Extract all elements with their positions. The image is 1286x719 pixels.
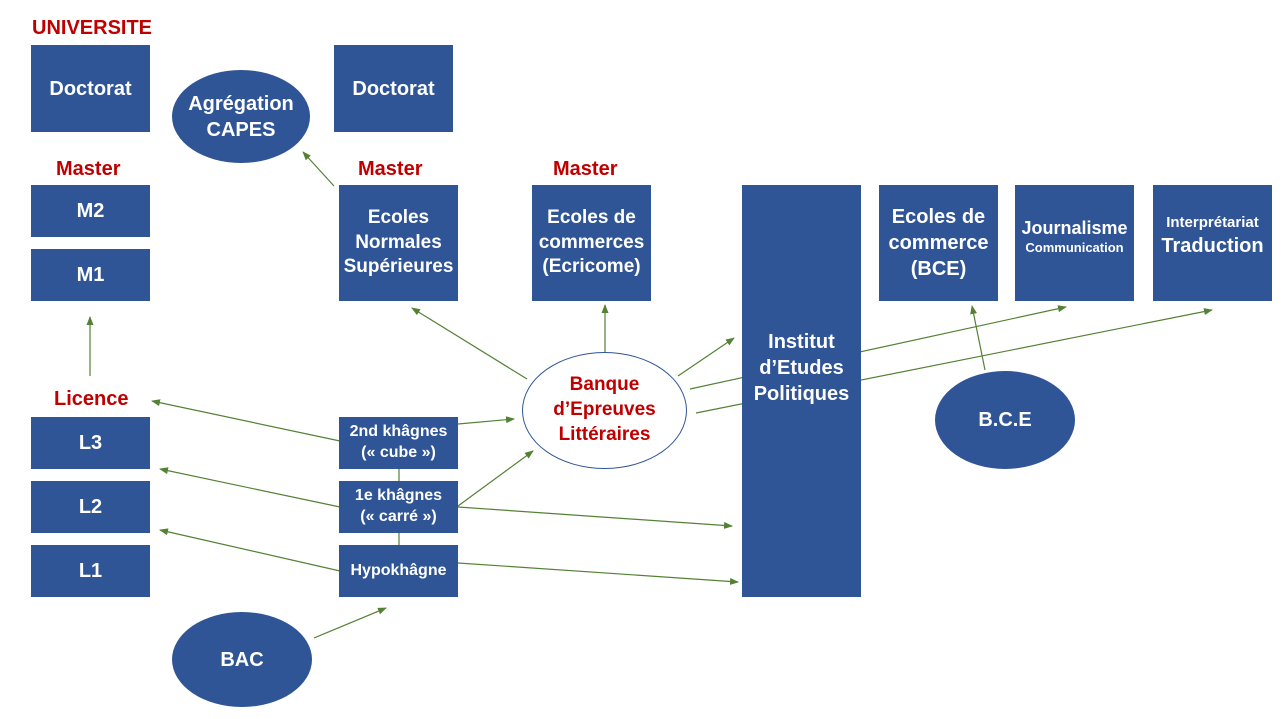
arrow-bce-to-ecole-commerce: [970, 305, 986, 371]
ecricome-line1: Ecoles de: [547, 206, 636, 228]
ens-line3: Supérieures: [343, 256, 454, 278]
iep-line1: Institut: [768, 331, 835, 353]
agregation-capes-ellipse: Agrégation CAPES: [172, 70, 310, 163]
capes-text: CAPES: [206, 118, 276, 141]
bce-ellipse: B.C.E: [935, 371, 1075, 469]
khagne1-line1: 1e khâgnes: [354, 487, 443, 505]
l2-box: L2: [31, 481, 150, 533]
ens-doctorat-box: Doctorat: [334, 45, 453, 132]
arrow-khagne1-to-l3: [159, 467, 341, 508]
master-label-ecricome: Master: [553, 158, 618, 180]
master-label-ens: Master: [358, 158, 423, 180]
communication-text: Communication: [1025, 240, 1124, 256]
universite-label: UNIVERSITE: [32, 17, 153, 39]
iep-line2: d’Etudes: [759, 357, 844, 379]
bel-ellipse: Banque d’Epreuves Littéraires: [522, 352, 687, 469]
ecricome-line3: (Ecricome): [542, 256, 641, 278]
bce-school-line3: (BCE): [910, 258, 967, 280]
arrow-khagne1-to-bel: [457, 450, 534, 507]
khagne1-line2: (« carré »): [360, 508, 437, 525]
iep-box: Institut d’Etudes Politiques: [742, 185, 861, 597]
khagne1-box: 1e khâgnes (« carré »): [339, 481, 458, 533]
master-label-universite: Master: [56, 158, 121, 180]
ecricome-box: Ecoles de commerces (Ecricome): [532, 185, 651, 301]
journalisme-text: Journalisme: [1021, 218, 1128, 238]
l3-box: L3: [31, 417, 150, 469]
khagne2-box: 2nd khâgnes (« cube »): [339, 417, 458, 469]
arrow-khagne2-to-bel: [457, 416, 515, 425]
bel-line3: Littéraires: [558, 423, 651, 445]
arrow-khagne2-to-licence: [151, 399, 341, 442]
universite-doctorat-box: Doctorat: [31, 45, 150, 132]
bac-ellipse: BAC: [172, 612, 312, 707]
bce-school-line2: commerce: [888, 232, 989, 254]
ecricome-line2: commerces: [538, 231, 645, 253]
licence-label: Licence: [54, 388, 129, 410]
bel-line2: d’Epreuves: [553, 399, 656, 421]
traduction-text: Traduction: [1161, 234, 1264, 257]
arrow-hypokhagne-to-iep: [457, 562, 739, 585]
ens-line2: Normales: [355, 231, 442, 253]
ens-box: Ecoles Normales Supérieures: [339, 185, 458, 301]
iep-line3: Politiques: [753, 383, 850, 405]
journalisme-box: Journalisme Communication: [1015, 185, 1134, 301]
m1-box: M1: [31, 249, 150, 301]
khagne2-line2: (« cube »): [361, 444, 436, 461]
arrow-bel-to-ens: [411, 307, 528, 380]
ecole-commerce-bce-box: Ecoles de commerce (BCE): [879, 185, 998, 301]
ens-line1: Ecoles: [367, 206, 430, 228]
arrow-khagne1-to-iep: [457, 506, 733, 529]
arrow-ens-to-agregation: [302, 151, 335, 187]
agregation-text: Agrégation: [188, 92, 294, 115]
m2-box: M2: [31, 185, 150, 237]
khagne2-line1: 2nd khâgnes: [349, 423, 448, 441]
hypokhagne-box: Hypokhâgne: [339, 545, 458, 597]
interpretariat-text: Interprétariat: [1166, 214, 1259, 231]
interpretariat-box: Interprétariat Traduction: [1153, 185, 1272, 301]
bce-school-line1: Ecoles de: [891, 206, 986, 228]
l1-box: L1: [31, 545, 150, 597]
arrow-hypokhagne-to-l2: [159, 528, 341, 572]
bel-line1: Banque: [569, 374, 640, 396]
arrow-bel-to-iep: [677, 337, 735, 377]
arrow-bac-to-hypokhagne: [313, 607, 387, 639]
